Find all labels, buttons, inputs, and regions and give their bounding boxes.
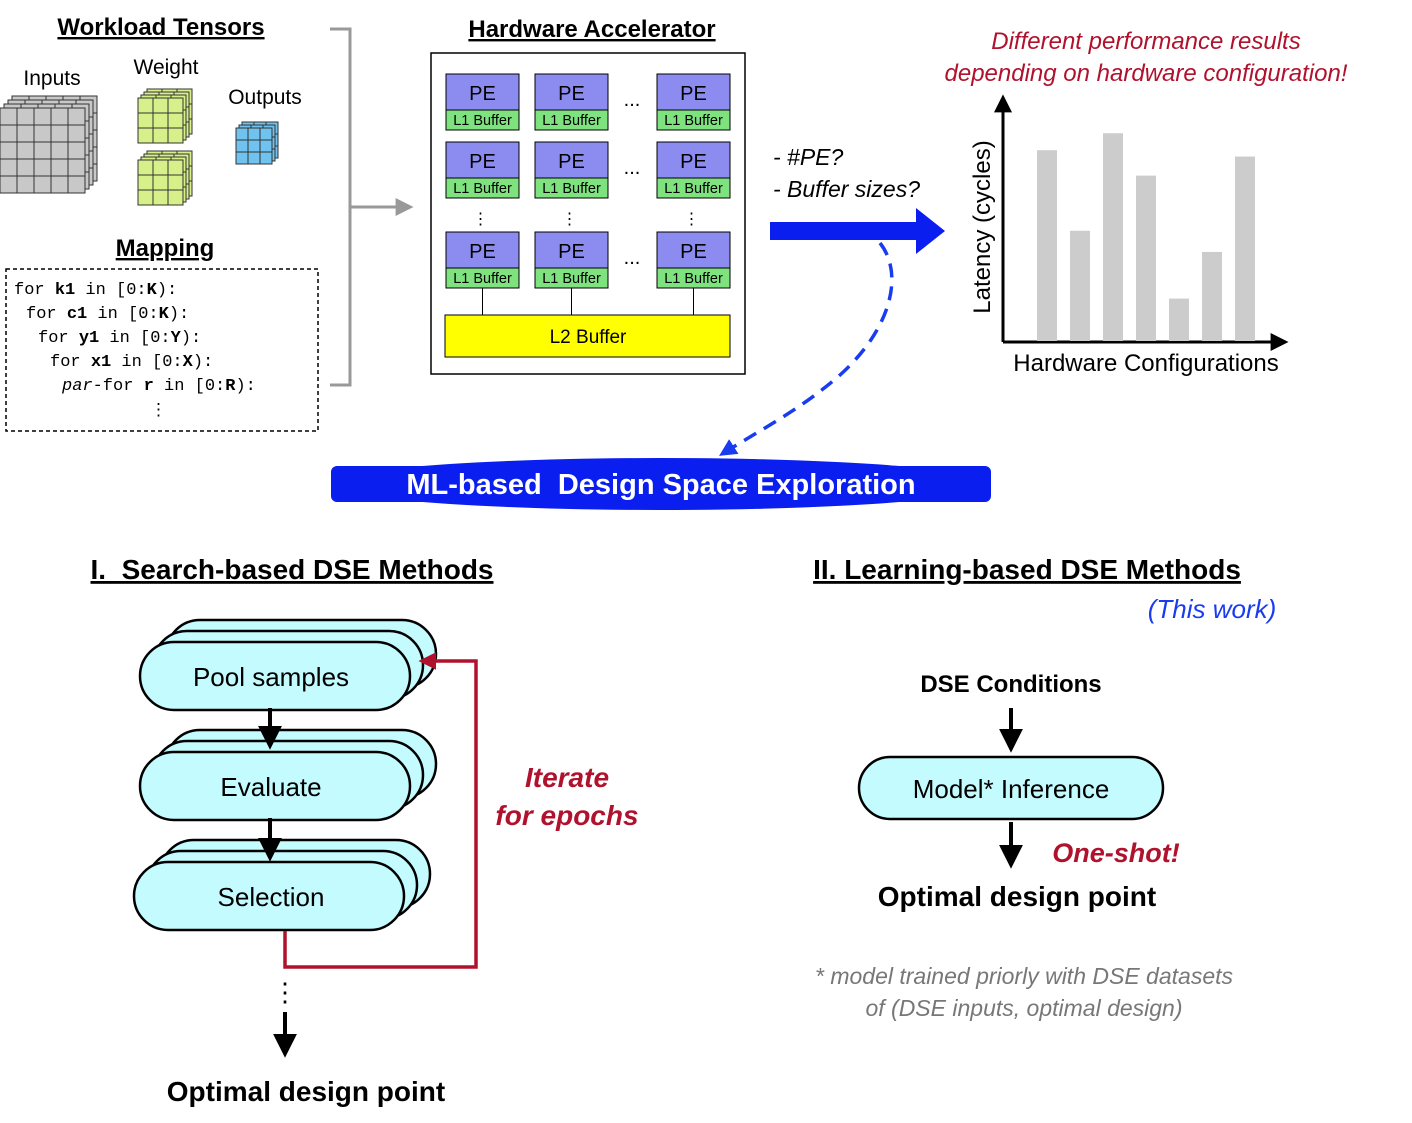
learning-subtitle: (This work) bbox=[1148, 594, 1277, 624]
search-result: Optimal design point bbox=[167, 1076, 445, 1107]
l1-buffer-label: L1 Buffer bbox=[453, 271, 512, 287]
weight-tensor-1 bbox=[137, 88, 193, 144]
pe-unit: PE L1 Buffer bbox=[656, 141, 731, 199]
pe-unit: PE L1 Buffer bbox=[445, 231, 520, 289]
bars bbox=[1037, 133, 1255, 341]
learning-title: II. Learning-based DSE Methods bbox=[813, 554, 1241, 585]
chart-bar bbox=[1070, 230, 1090, 341]
l2-buffer-label: L2 Buffer bbox=[550, 327, 627, 348]
iterate-label-2: for epochs bbox=[495, 800, 638, 831]
step-pool-samples: Pool samples bbox=[193, 662, 349, 692]
workload-title: Workload Tensors bbox=[57, 14, 264, 41]
pe-unit: PE L1 Buffer bbox=[534, 141, 609, 199]
search-title: I. Search-based DSE Methods bbox=[91, 554, 494, 585]
l1-buffer-label: L1 Buffer bbox=[664, 181, 723, 197]
pe-label: PE bbox=[469, 241, 496, 263]
pe-unit: PE L1 Buffer bbox=[656, 73, 731, 131]
code-line: for c1 in [0:K): bbox=[26, 305, 190, 324]
search-step-stack bbox=[132, 838, 432, 932]
l1-buffer-label: L1 Buffer bbox=[542, 113, 601, 129]
outputs-label: Outputs bbox=[228, 86, 302, 109]
l1-buffer-label: L1 Buffer bbox=[453, 113, 512, 129]
question-pe: - #PE? bbox=[773, 144, 844, 170]
chart-bar bbox=[1235, 156, 1255, 341]
search-step-stack bbox=[138, 618, 438, 712]
step-selection: Selection bbox=[218, 882, 325, 912]
outputs-tensor bbox=[235, 121, 279, 165]
oneshot-label: One-shot! bbox=[1052, 838, 1180, 868]
code-line: for y1 in [0:Y): bbox=[38, 329, 202, 348]
l2-buffer bbox=[444, 314, 731, 358]
mapping-title: Mapping bbox=[116, 235, 215, 262]
pe-row-ellipsis: ... bbox=[624, 157, 641, 179]
search-continuation: ⋮ bbox=[272, 977, 298, 1007]
pe-unit: PE L1 Buffer bbox=[445, 73, 520, 131]
iterate-label-1: Iterate bbox=[525, 762, 609, 793]
pe-label: PE bbox=[680, 83, 707, 105]
l1-buffer-label: L1 Buffer bbox=[664, 113, 723, 129]
l1-buffer-label: L1 Buffer bbox=[664, 271, 723, 287]
l1-buffer-label: L1 Buffer bbox=[542, 181, 601, 197]
chart-bar bbox=[1103, 133, 1123, 341]
code-line: for x1 in [0:X): bbox=[50, 353, 214, 372]
code-continuation: ⋮ bbox=[150, 402, 167, 421]
mapping-code-box bbox=[5, 268, 319, 432]
pe-column-ellipsis: ⋮ bbox=[684, 211, 700, 228]
iterate-loop-arrow bbox=[283, 652, 478, 969]
latency-chart: Latency (cycles) Hardware Configurations bbox=[969, 94, 1289, 377]
step-evaluate: Evaluate bbox=[220, 772, 321, 802]
tensor-cubes bbox=[0, 88, 279, 206]
pe-unit: PE L1 Buffer bbox=[534, 73, 609, 131]
chart-bar bbox=[1169, 298, 1189, 341]
footnote-line1: * model trained priorly with DSE dataset… bbox=[815, 963, 1234, 989]
model-inference-box bbox=[857, 755, 1165, 821]
pe-row-ellipsis: ... bbox=[624, 89, 641, 111]
chart-bar bbox=[1136, 175, 1156, 341]
dashed-feedback-arrow bbox=[719, 241, 894, 456]
l1-buffer-label: L1 Buffer bbox=[542, 271, 601, 287]
chart-bar bbox=[1037, 150, 1057, 341]
pe-label: PE bbox=[680, 241, 707, 263]
inputs-bracket bbox=[330, 27, 352, 387]
pe-unit: PE L1 Buffer bbox=[534, 231, 609, 289]
search-stacks bbox=[132, 618, 438, 932]
ml-banner-body bbox=[331, 466, 991, 502]
pe-label: PE bbox=[558, 151, 585, 173]
code-line: for k1 in [0:K): bbox=[14, 281, 178, 300]
code-line: par-for r in [0:R): bbox=[62, 377, 256, 396]
pe-unit: PE L1 Buffer bbox=[656, 231, 731, 289]
pe-label: PE bbox=[558, 83, 585, 105]
search-step-stack bbox=[138, 728, 438, 822]
footnote-line2: of (DSE inputs, optimal design) bbox=[865, 995, 1182, 1021]
dse-conditions: DSE Conditions bbox=[920, 671, 1101, 698]
l1-buffer-label: L1 Buffer bbox=[453, 181, 512, 197]
pe-label: PE bbox=[469, 83, 496, 105]
ml-banner-text: ML-based Design Space Exploration bbox=[406, 469, 915, 501]
question-buffer: - Buffer sizes? bbox=[773, 176, 920, 202]
pe-column-ellipsis: ⋮ bbox=[562, 211, 578, 228]
pe-unit: PE L1 Buffer bbox=[445, 141, 520, 199]
chart-note-line1: Different performance results bbox=[991, 28, 1300, 55]
pe-label: PE bbox=[680, 151, 707, 173]
pe-label: PE bbox=[469, 151, 496, 173]
inputs-tensor bbox=[0, 95, 98, 194]
weight-label: Weight bbox=[134, 56, 199, 79]
inputs-label: Inputs bbox=[23, 67, 80, 90]
pe-label: PE bbox=[558, 241, 585, 263]
pe-row-ellipsis: ... bbox=[624, 247, 641, 269]
chart-note-line2: depending on hardware configuration! bbox=[945, 60, 1348, 87]
big-blue-arrow bbox=[770, 208, 945, 254]
pe-column-ellipsis: ⋮ bbox=[473, 211, 489, 228]
weight-tensor-2 bbox=[137, 150, 193, 206]
x-axis-label: Hardware Configurations bbox=[1013, 350, 1278, 377]
hardware-title: Hardware Accelerator bbox=[468, 16, 715, 43]
y-axis-label: Latency (cycles) bbox=[969, 140, 996, 313]
learning-result: Optimal design point bbox=[878, 881, 1156, 912]
model-inference-label: Model* Inference bbox=[913, 774, 1110, 804]
chart-bar bbox=[1202, 251, 1222, 341]
